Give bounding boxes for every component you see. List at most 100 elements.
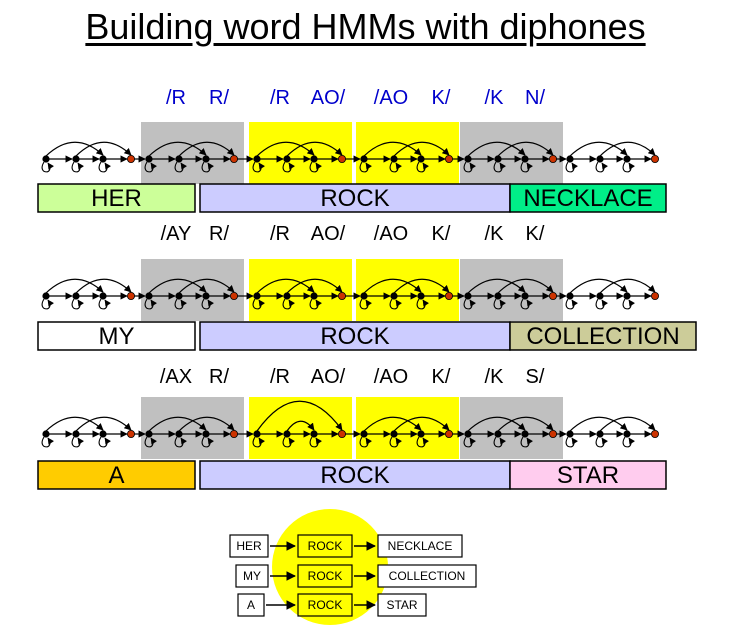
skip-transition [178,278,235,294]
exit-state [127,291,136,300]
diphone-label: R/ [209,366,229,388]
hmm-state [72,155,80,163]
skip-transition [148,278,207,294]
word-box [37,183,196,213]
word-box [199,460,511,490]
skip-transition [286,141,343,157]
skip-transition [256,141,315,157]
hmm-state [623,155,631,163]
word-label: ROCK [320,462,389,489]
diphone-label: /R [166,87,186,109]
self-loop-transition [201,161,215,173]
hmm-state [42,155,50,163]
legend-word-box [377,564,477,588]
exit-state [444,154,453,163]
hmm-state [360,292,368,300]
skip-transition [393,416,450,432]
self-loop-transition [41,298,55,310]
word-box [509,460,667,490]
skip-transition [363,416,422,432]
hmm-state [494,155,502,163]
self-loop-transition [359,298,373,310]
self-loop-transition [493,161,507,173]
diphone-block-gray [141,259,244,321]
skip-transition [363,141,422,157]
legend-word-label: ROCK [308,569,343,583]
hmm-state [390,430,398,438]
self-loop-transition [282,161,296,173]
self-loop-transition [520,298,534,310]
self-loop-transition [71,436,85,448]
exit-state [127,429,136,438]
skip-transition [256,278,315,294]
legend-word-box [237,593,265,617]
hmm-state [596,430,604,438]
diphone-block-yellow [356,122,459,184]
word-box [509,321,697,351]
self-loop-transition [565,298,579,310]
legend-word-label: HER [236,539,262,553]
skip-transition [467,141,526,157]
self-loop-transition [463,436,477,448]
diphone-label: /K [485,223,505,245]
exit-state [651,291,660,300]
self-loop-transition [416,298,430,310]
self-loop-transition [71,161,85,173]
skip-transition [75,278,132,294]
legend-word-label: NECKLACE [388,539,453,553]
exit-state [444,429,453,438]
self-loop-transition [309,298,323,310]
self-loop-transition [144,436,158,448]
self-loop-transition [309,161,323,173]
hmm-state [42,292,50,300]
skip-transition [467,416,526,432]
diphone-label: AO/ [311,366,346,388]
self-loop-transition [252,298,266,310]
hmm-state [417,155,425,163]
diphone-label: /K [485,87,505,109]
diphone-label: /R [270,366,290,388]
self-loop-transition [252,436,266,448]
exit-state [651,429,660,438]
hmm-state [202,292,210,300]
slide-title: Building word HMMs with diphones [85,6,646,47]
self-loop-transition [359,161,373,173]
diphone-label: /AO [374,223,408,245]
skip-transition [75,141,132,157]
hmm-state [623,430,631,438]
exit-state [337,429,346,438]
hmm-state [566,292,574,300]
diphone-label: K/ [432,366,451,388]
skip-transition [393,141,450,157]
diphone-label: /AO [374,366,408,388]
hmm-state [253,155,261,163]
hmm-state [175,155,183,163]
hmm-state [623,292,631,300]
diphone-label: AO/ [311,223,346,245]
hmm-state [521,155,529,163]
hmm-state [99,430,107,438]
hmm-state [596,155,604,163]
skip-transition [178,141,235,157]
hmm-state [283,430,291,438]
skip-transition [599,141,656,157]
self-loop-transition [41,436,55,448]
skip-transition [569,278,628,294]
self-loop-transition [144,298,158,310]
diphone-block-yellow [356,397,459,459]
legend-word-box [297,534,353,558]
self-loop-transition [389,436,403,448]
hmm-state [72,430,80,438]
skip-transition [599,278,656,294]
legend-word-label: A [247,598,255,612]
hmm-state [417,430,425,438]
hmm-state [283,292,291,300]
exit-state [549,429,558,438]
self-loop-transition [174,161,188,173]
self-loop-transition [595,436,609,448]
word-label: HER [91,185,142,212]
exit-state [651,154,660,163]
diphone-label: /R [270,87,290,109]
skip-transition [497,278,554,294]
hmm-state [596,292,604,300]
